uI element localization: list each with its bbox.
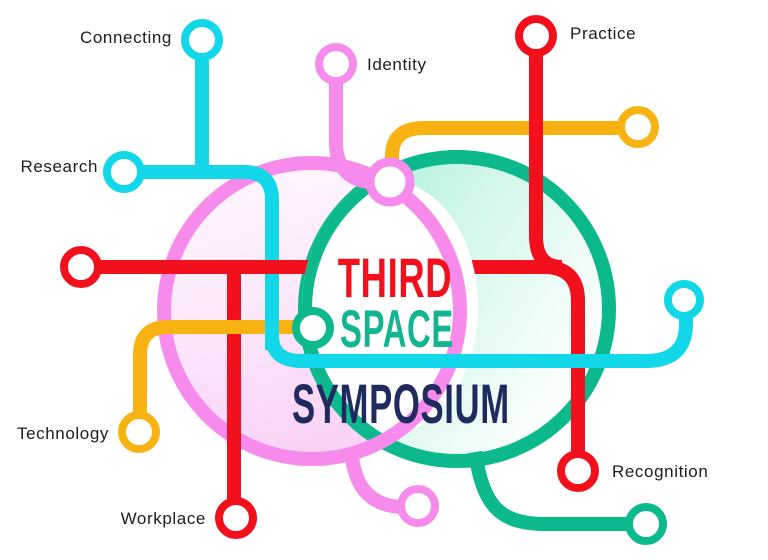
station-node-red-west — [60, 246, 102, 288]
pink-line-identity-branch — [329, 78, 370, 189]
station-label-identity: Identity — [367, 55, 427, 74]
station-label-workplace: Workplace — [120, 509, 206, 528]
station-node-teal-southeast — [625, 503, 667, 545]
station-node-teal-west — [292, 307, 334, 349]
station-node-identity — [315, 43, 357, 85]
title-symposium: SYMPOSIUM — [292, 372, 510, 435]
station-node-technology — [118, 411, 160, 453]
station-label-technology: Technology — [16, 424, 109, 443]
cyan-line-research-vertical — [124, 165, 279, 350]
title-space: SPACE — [340, 300, 454, 359]
station-label-practice: Practice — [570, 24, 637, 43]
station-node-connecting — [181, 19, 223, 61]
station-node-recognition — [557, 450, 599, 492]
station-label-research: Research — [20, 157, 98, 176]
red-line-practice-vertical — [529, 50, 563, 274]
venn-pink-arc-over-lens — [302, 181, 467, 433]
station-node-hub-top — [365, 157, 415, 207]
yellow-line-technology — [133, 320, 302, 418]
station-node-workplace — [215, 497, 257, 539]
cyan-line-lower-horizontal — [265, 300, 693, 368]
station-node-cyan-east — [664, 280, 704, 320]
station-node-yellow-east — [617, 106, 659, 148]
station-node-pink-south — [397, 485, 439, 527]
station-node-practice — [515, 15, 557, 57]
venn-intersection-white-lens — [302, 181, 478, 433]
station-node-research — [103, 151, 145, 193]
station-label-connecting: Connecting — [79, 28, 172, 47]
yellow-line-practice-branch — [385, 121, 622, 164]
teal-line-southeast-branch — [468, 450, 630, 531]
title-third: THIRD — [337, 246, 453, 309]
pink-line-south-stub — [345, 455, 401, 514]
station-label-recognition: Recognition — [612, 462, 709, 481]
